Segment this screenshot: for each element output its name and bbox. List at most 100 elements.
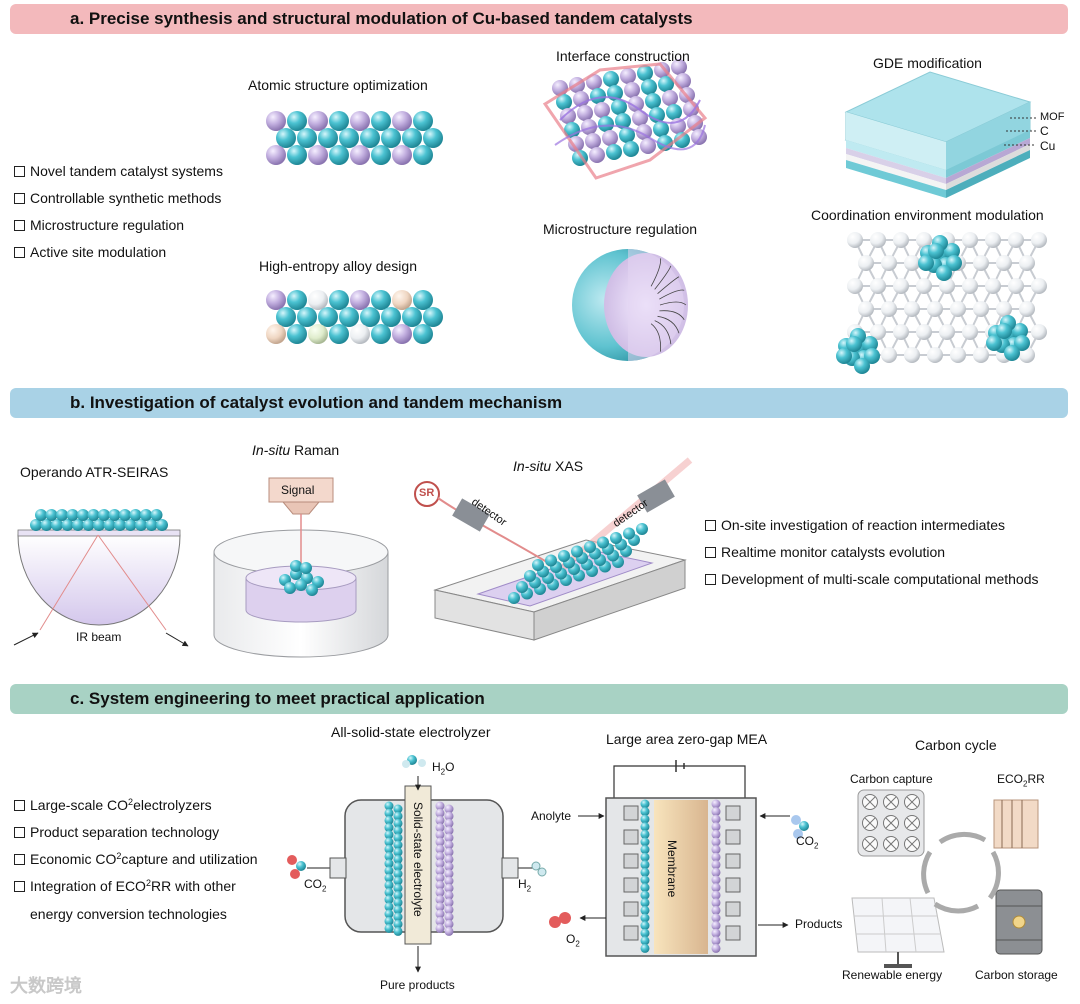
checkbox-icon: [14, 827, 25, 838]
carbon-storage-label: Carbon storage: [975, 968, 1058, 982]
surface-atom: [108, 509, 121, 521]
alloy-atom: [371, 290, 391, 310]
anode-atom: [711, 799, 721, 809]
carbon-cycle-title: Carbon cycle: [915, 737, 997, 753]
cathode-atom: [384, 815, 394, 825]
raman-label: In-situ Raman: [252, 442, 340, 458]
cathode-atom: [640, 936, 650, 946]
gde-label: GDE modification: [873, 55, 982, 71]
anode-atom: [435, 808, 445, 818]
coordination-label: Coordination environment modulation: [811, 207, 1044, 223]
cathode-atom: [393, 804, 403, 814]
anode-atom: [444, 912, 454, 922]
network-node: [1031, 278, 1047, 294]
cathode-atom: [393, 862, 403, 872]
lattice-atom: [308, 111, 328, 131]
interface-atom: [645, 93, 661, 109]
flow-channel: [725, 805, 741, 821]
network-node: [962, 278, 978, 294]
anolyte-label: Anolyte: [531, 809, 572, 823]
interface-atom: [589, 147, 605, 163]
checkbox-icon: [705, 547, 716, 558]
lattice-atom: [329, 111, 349, 131]
surface-atom: [40, 519, 53, 531]
cathode-atom: [393, 883, 403, 893]
ligand-chain: [657, 315, 680, 334]
cathode-atom: [640, 829, 650, 839]
anode-atom: [435, 815, 445, 825]
cathode-atom: [640, 875, 650, 885]
anode-atom: [435, 837, 445, 847]
surface-atom: [124, 519, 137, 531]
cathode-atom: [384, 887, 394, 897]
anode-atom: [444, 833, 454, 843]
network-node: [1008, 278, 1024, 294]
anode-atom: [711, 943, 721, 953]
network-node: [985, 232, 1001, 248]
cathode-atom: [640, 890, 650, 900]
interface-atom: [615, 113, 631, 129]
anode-atom: [435, 916, 445, 926]
interface-atom: [632, 110, 648, 126]
cathode-atom: [640, 799, 650, 809]
h2-inlet-label: H2: [518, 877, 532, 894]
cathode-atom: [640, 898, 650, 908]
surface-atom: [45, 509, 58, 521]
microstructure-sphere: [572, 249, 688, 361]
sample-atom: [558, 550, 570, 562]
cathode-atom: [640, 845, 650, 855]
sample-atom: [610, 532, 622, 544]
bond: [864, 796, 876, 808]
anode-atom: [435, 830, 445, 840]
cu-cluster-atom: [864, 348, 880, 364]
ligand-chain: [659, 310, 685, 320]
surface-atom: [129, 509, 142, 521]
anode-atom: [444, 818, 454, 828]
sample-atom: [545, 554, 557, 567]
lattice-atom: [413, 145, 433, 165]
network-node: [962, 232, 978, 248]
bond: [885, 796, 897, 808]
o2-label: O2: [566, 932, 580, 949]
anode-atom: [435, 873, 445, 883]
anode-atom: [711, 852, 721, 862]
section-a-banner: a. Precise synthesis and structural modu…: [10, 4, 1068, 34]
network-node: [927, 347, 943, 363]
interface-atom: [573, 91, 589, 107]
list-item: Product separation technology: [14, 824, 258, 851]
surface-atom: [145, 519, 158, 531]
interface-atom: [654, 62, 670, 78]
cathode-atom: [640, 913, 650, 923]
alloy-atom: [329, 324, 349, 344]
anode-atom: [711, 883, 721, 893]
lattice-atom: [392, 145, 412, 165]
lattice-atom: [350, 145, 370, 165]
alloy-atom: [329, 290, 349, 310]
gde-layer-c: C: [1040, 124, 1049, 138]
lattice-atom: [392, 111, 412, 131]
section-c-title: c. System engineering to meet practical …: [70, 689, 485, 708]
flow-channel: [725, 877, 741, 893]
cathode-atom: [384, 880, 394, 890]
network-node: [847, 278, 863, 294]
anode-atom: [444, 898, 454, 908]
list-item: Microstructure regulation: [14, 217, 223, 244]
anode-atom: [444, 890, 454, 900]
list-item: On-site investigation of reaction interm…: [705, 517, 1039, 544]
flow-channel: [623, 877, 639, 893]
network-node: [881, 255, 897, 271]
network-node: [1019, 347, 1035, 363]
network-node: [996, 255, 1012, 271]
list-item: Novel tandem catalyst systems: [14, 163, 223, 190]
interface-atom: [666, 104, 682, 120]
alloy-atom: [308, 290, 328, 310]
bond: [885, 817, 897, 829]
electrolyzer-title: All-solid-state electrolyzer: [331, 724, 491, 740]
gde-layer-cu: Cu: [1040, 139, 1056, 153]
anode-atom: [444, 811, 454, 821]
alloy-atom: [350, 290, 370, 310]
flow-channel: [725, 853, 741, 869]
anode-atom: [711, 890, 721, 900]
atr-seiras-hemisphere: [13, 509, 189, 647]
